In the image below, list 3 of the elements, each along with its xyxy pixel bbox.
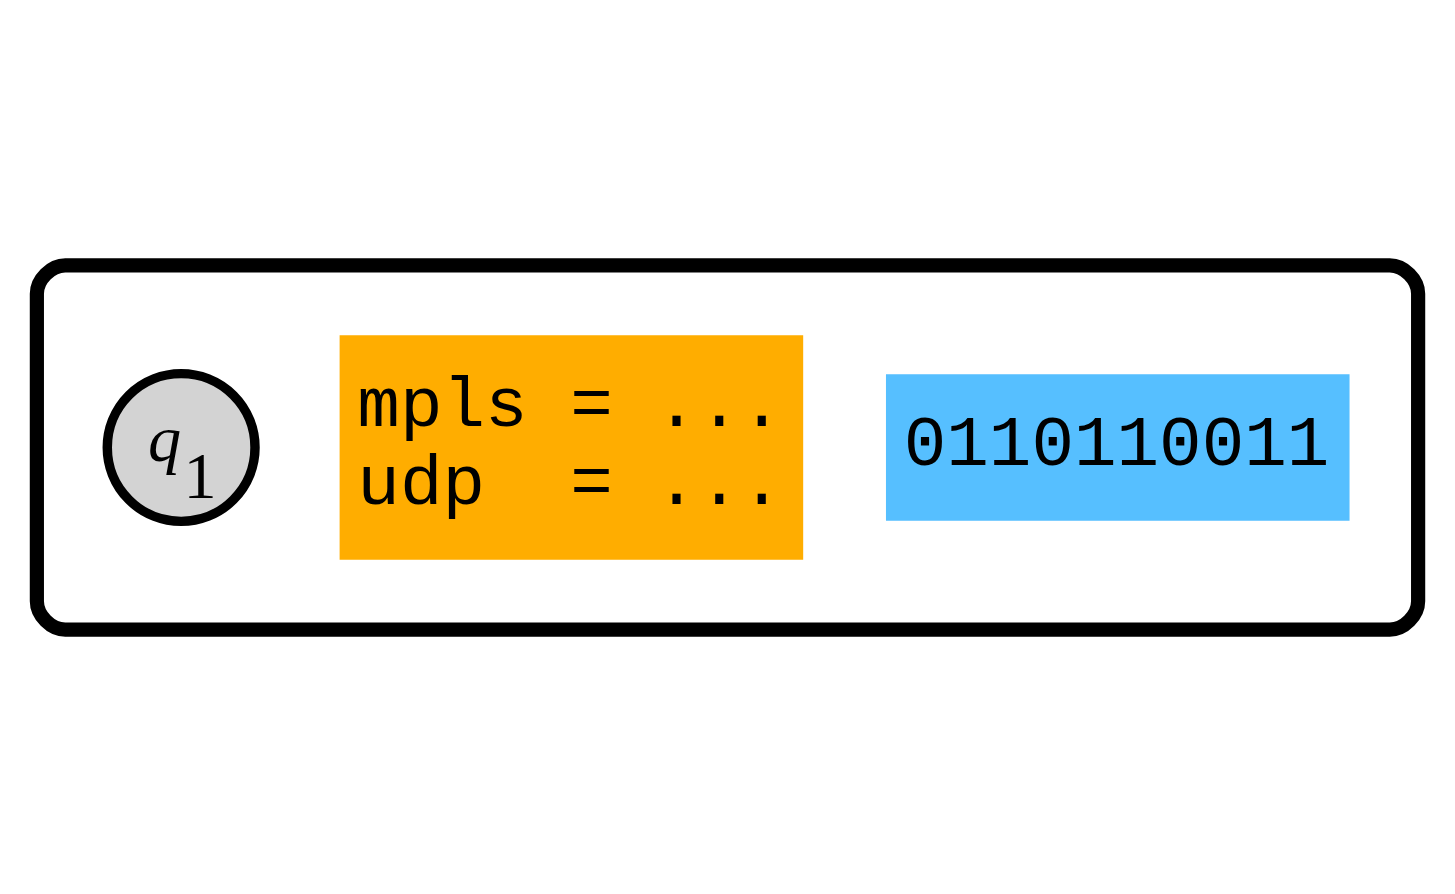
- node-box: mpls = ... udp = ...: [339, 334, 804, 560]
- cluster: [29, 257, 1426, 637]
- node-box: 0110110011: [885, 373, 1350, 521]
